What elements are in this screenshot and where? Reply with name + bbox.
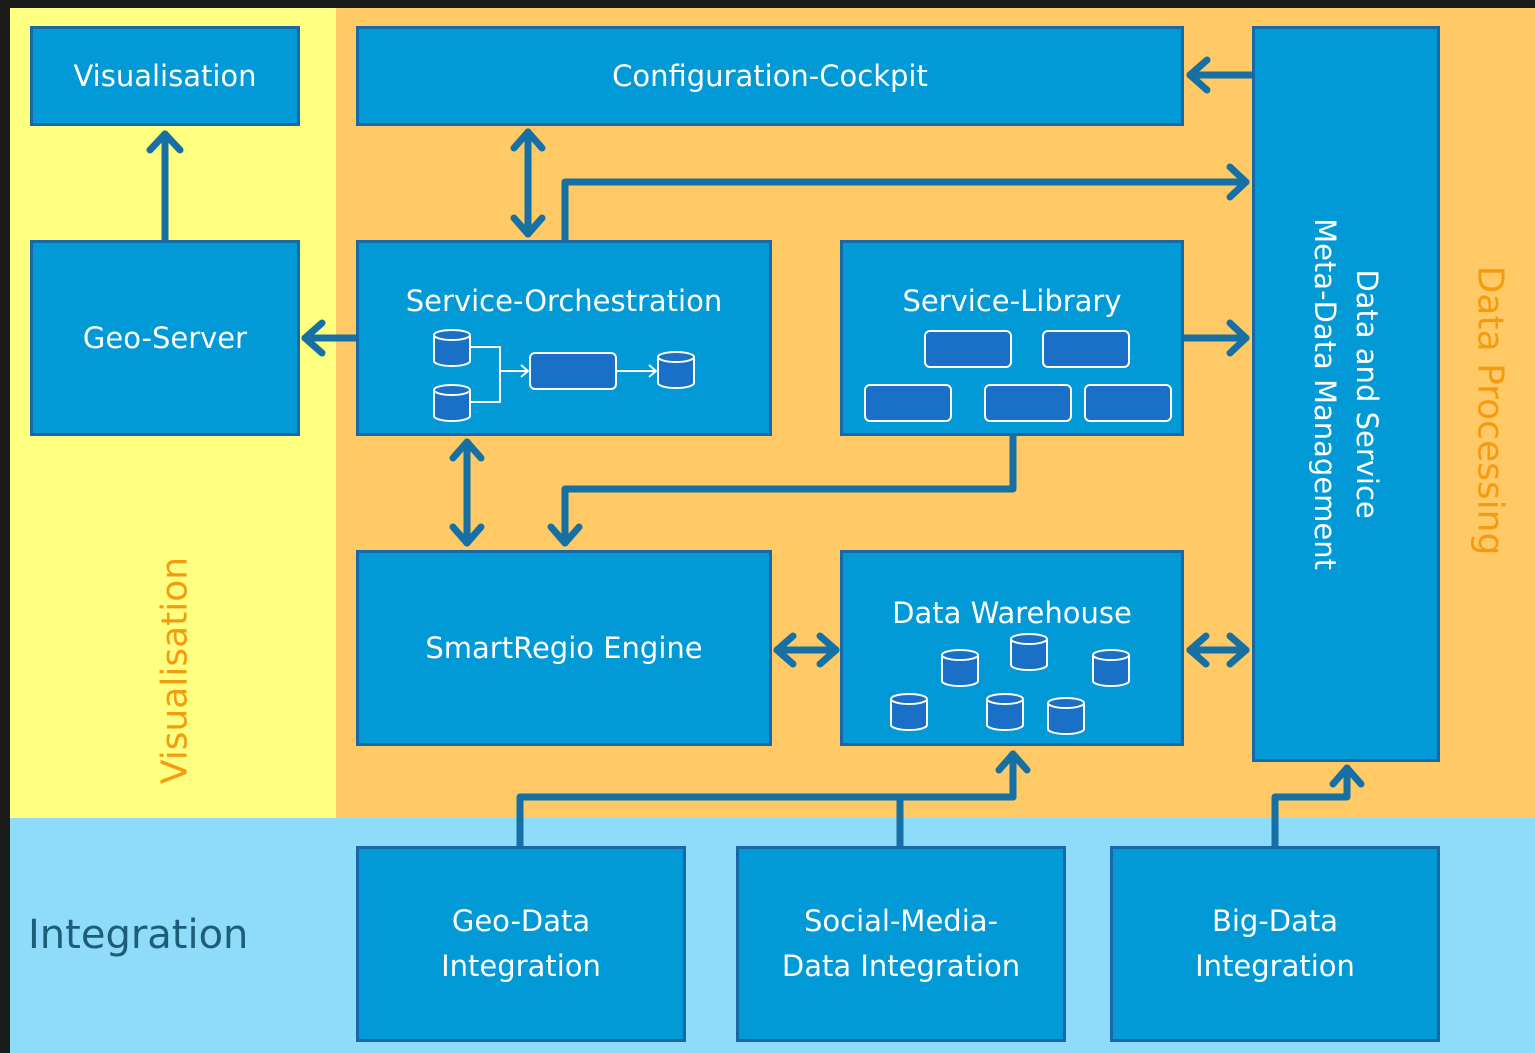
social-media-line2: Data Integration [781, 949, 1021, 983]
meta-data-line1: Data and Service [1350, 269, 1385, 519]
service-icon [864, 384, 952, 422]
database-icon [986, 693, 1024, 731]
service-icon [1084, 384, 1172, 422]
meta-data-management-text: Data and Service Meta-Data Management [1304, 218, 1388, 570]
service-library-label: Service-Library [902, 284, 1122, 318]
social-media-line1: Social-Media- [803, 904, 998, 939]
big-data-line1: Big-Data [1211, 904, 1339, 939]
smartregio-engine-label: SmartRegio Engine [425, 630, 703, 665]
service-orchestration-box[interactable]: Service-Orchestration [356, 240, 772, 436]
geo-server-box[interactable]: Geo-Server [30, 240, 300, 436]
database-icon [890, 693, 928, 731]
big-data-integration-box[interactable]: Big-Data Integration [1110, 846, 1440, 1042]
data-warehouse-box[interactable]: Data Warehouse [840, 550, 1184, 746]
configuration-cockpit-label: Configuration-Cockpit [612, 58, 928, 93]
orchestration-flow-icon [433, 329, 695, 422]
visualisation-box-label: Visualisation [73, 58, 257, 93]
service-orchestration-label: Service-Orchestration [405, 284, 723, 318]
database-icon [941, 649, 979, 687]
database-icon [1047, 697, 1085, 735]
geo-data-line1: Geo-Data [451, 904, 591, 939]
smartregio-engine-box[interactable]: SmartRegio Engine [356, 550, 772, 746]
data-warehouse-databases [890, 633, 1130, 735]
visualisation-box[interactable]: Visualisation [30, 26, 300, 126]
data-warehouse-label: Data Warehouse [892, 596, 1132, 630]
service-library-box[interactable]: Service-Library [840, 240, 1184, 436]
integration-zone-label: Integration [28, 912, 249, 958]
database-icon [1010, 633, 1048, 671]
meta-data-line2: Meta-Data Management [1308, 218, 1342, 570]
service-icon [924, 330, 1012, 368]
service-icon [984, 384, 1072, 422]
social-media-data-integration-box[interactable]: Social-Media- Data Integration [736, 846, 1066, 1042]
big-data-line2: Integration [1195, 949, 1355, 983]
meta-data-management-box[interactable]: Data and Service Meta-Data Management [1252, 26, 1440, 762]
geo-data-line2: Integration [441, 949, 601, 983]
service-icon [1042, 330, 1130, 368]
geo-data-integration-box[interactable]: Geo-Data Integration [356, 846, 686, 1042]
geo-server-label: Geo-Server [82, 320, 248, 355]
service-library-icons [864, 330, 1172, 422]
database-icon [1092, 649, 1130, 687]
configuration-cockpit-box[interactable]: Configuration-Cockpit [356, 26, 1184, 126]
